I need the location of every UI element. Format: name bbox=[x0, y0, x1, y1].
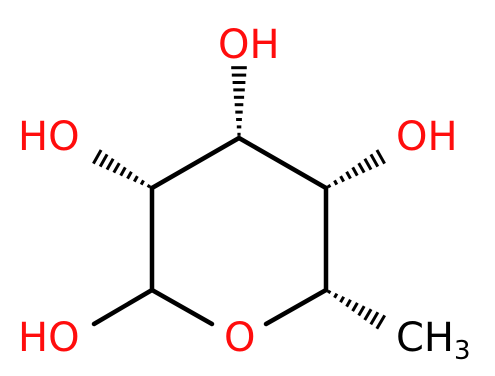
hash-stroke bbox=[119, 166, 127, 177]
hash-stroke bbox=[369, 153, 380, 168]
oh-right-label: OH bbox=[396, 114, 458, 160]
hash-stroke bbox=[375, 314, 386, 330]
hashed-wedge-bond-top bbox=[231, 66, 247, 136]
hash-stroke bbox=[139, 179, 145, 186]
hash-stroke bbox=[363, 308, 373, 321]
methyl-ch: CH bbox=[396, 315, 454, 361]
hashed-wedge-bond-right bbox=[327, 149, 386, 189]
hash-stroke bbox=[345, 299, 352, 308]
hash-stroke bbox=[339, 175, 346, 183]
hash-stroke bbox=[146, 184, 151, 189]
hash-stroke bbox=[333, 292, 339, 299]
hash-stroke bbox=[351, 166, 359, 177]
bond-c3-c4 bbox=[236, 135, 329, 191]
hash-stroke bbox=[351, 302, 359, 312]
hash-stroke bbox=[105, 157, 115, 171]
oh-top-label: OH bbox=[218, 22, 280, 68]
ho-left-label: HO bbox=[18, 114, 80, 160]
hash-stroke bbox=[92, 149, 103, 165]
hash-stroke bbox=[112, 162, 121, 174]
hash-stroke bbox=[339, 295, 345, 303]
hash-stroke bbox=[327, 289, 332, 295]
hash-stroke bbox=[363, 157, 373, 171]
hash-stroke bbox=[126, 171, 133, 180]
hash-stroke bbox=[357, 305, 366, 317]
hash-stroke bbox=[345, 171, 352, 180]
hash-stroke bbox=[357, 162, 366, 174]
hash-stroke bbox=[333, 179, 339, 186]
bond-o-c1 bbox=[149, 287, 215, 327]
hash-stroke bbox=[98, 153, 109, 168]
bond-c5-o bbox=[263, 287, 329, 327]
bond-c2-c3 bbox=[149, 135, 242, 191]
hash-stroke bbox=[132, 175, 139, 183]
hash-stroke bbox=[327, 184, 332, 189]
hash-stroke bbox=[369, 311, 380, 326]
ring-oxygen-label: O bbox=[224, 315, 255, 361]
bond-c1-oh bbox=[91, 287, 155, 327]
methyl-subscript: 3 bbox=[454, 336, 471, 366]
hash-stroke bbox=[375, 149, 386, 165]
ho-bottom-left-label: HO bbox=[18, 315, 80, 361]
methyl-label: CH3 bbox=[396, 315, 471, 366]
hashed-wedge-bond-methyl bbox=[327, 289, 386, 330]
hashed-wedge-bond-left bbox=[92, 149, 151, 189]
